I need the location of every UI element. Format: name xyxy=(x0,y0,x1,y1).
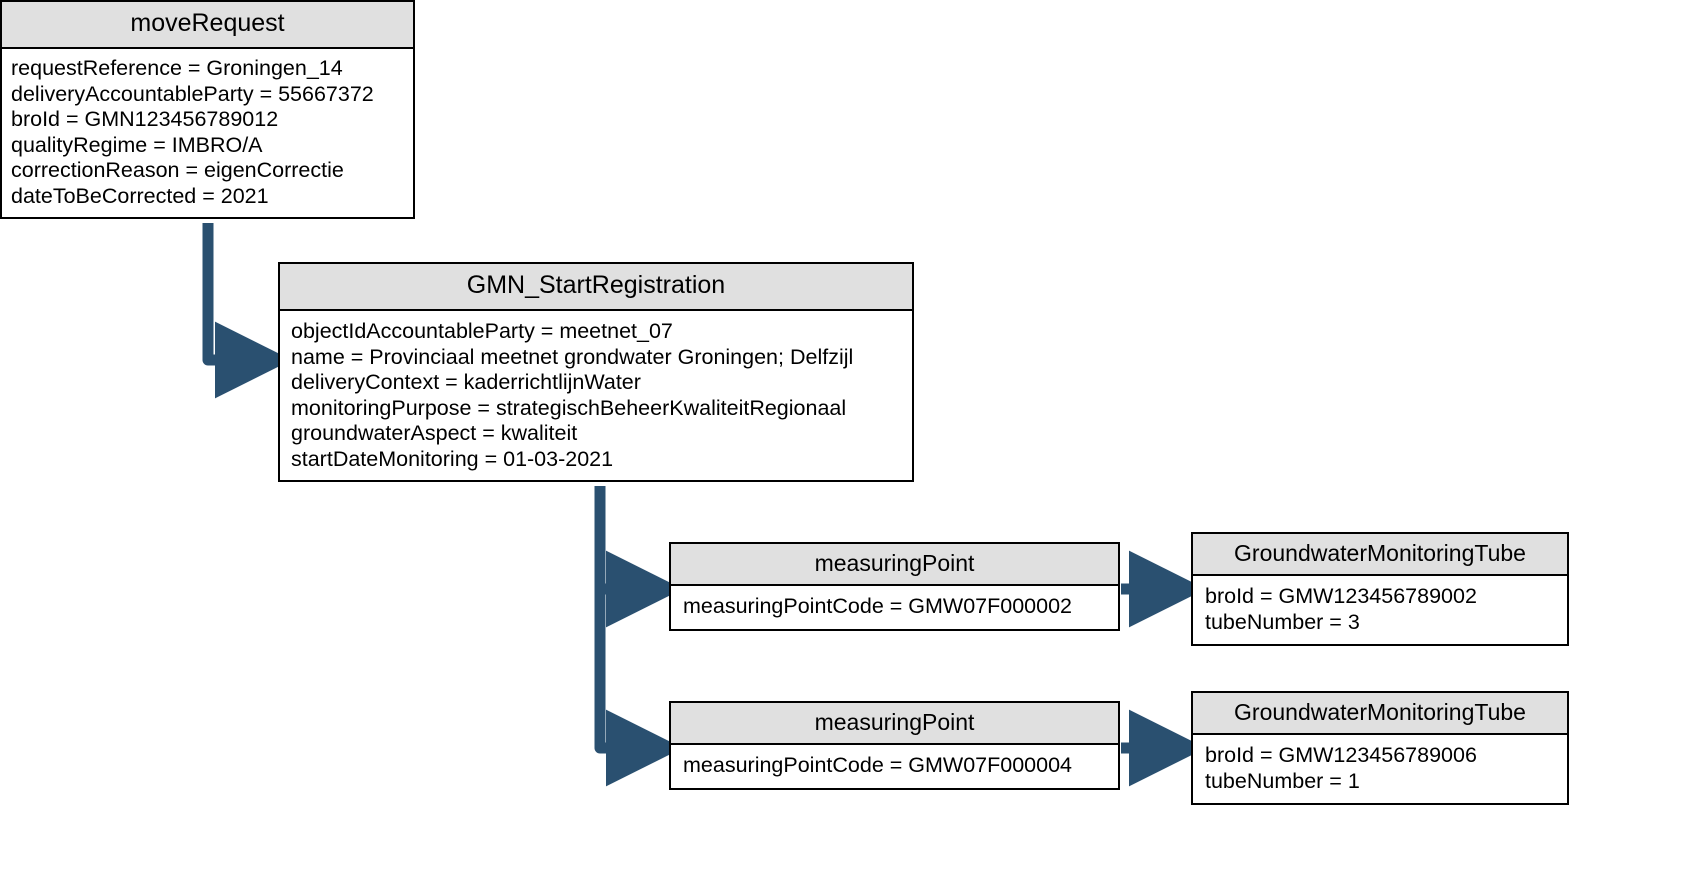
uml-attribute: startDateMonitoring = 01-03-2021 xyxy=(291,446,614,471)
uml-box-body-groundwatermonitoringtube-2: broId = GMW123456789006 tubeNumber = 1 xyxy=(1193,735,1567,803)
uml-box-header-gmn-startregistration: GMN_StartRegistration xyxy=(280,264,912,311)
uml-box-gmn-startregistration[interactable]: GMN_StartRegistration objectIdAccountabl… xyxy=(278,262,914,482)
uml-attribute: requestReference = Groningen_14 xyxy=(11,56,343,80)
uml-box-measuringpoint-2[interactable]: measuringPoint measuringPointCode = GMW0… xyxy=(669,701,1120,790)
uml-box-header-groundwatermonitoringtube-1: GroundwaterMonitoringTube xyxy=(1193,534,1567,576)
uml-box-body-moverequest: requestReference = Groningen_14 delivery… xyxy=(2,49,413,217)
uml-attribute: dateToBeCorrected = 2021 xyxy=(11,183,269,208)
uml-attribute: tubeNumber = 1 xyxy=(1205,768,1360,793)
connector-moverequest-to-startregistration xyxy=(202,223,292,399)
uml-attribute: measuringPointCode = GMW07F000004 xyxy=(683,753,1073,777)
uml-attribute: deliveryAccountableParty = 55667372 xyxy=(11,81,374,106)
connector-startregistration-to-measuringpoint-1 xyxy=(594,486,683,628)
uml-attribute: measuringPointCode = GMW07F000002 xyxy=(683,594,1073,618)
uml-box-moverequest[interactable]: moveRequest requestReference = Groningen… xyxy=(0,0,415,219)
uml-box-body-gmn-startregistration: objectIdAccountableParty = meetnet_07 na… xyxy=(280,311,912,480)
uml-box-body-measuringpoint-1: measuringPointCode = GMW07F000002 xyxy=(671,586,1118,629)
uml-box-header-measuringpoint-1: measuringPoint xyxy=(671,544,1118,586)
uml-attribute: correctionReason = eigenCorrectie xyxy=(11,158,344,182)
uml-attribute: monitoringPurpose = strategischBeheerKwa… xyxy=(291,395,847,420)
uml-attribute: deliveryContext = kaderrichtlijnWater xyxy=(291,370,641,394)
uml-box-measuringpoint-1[interactable]: measuringPoint measuringPointCode = GMW0… xyxy=(669,542,1120,631)
uml-attribute: broId = GMN123456789012 xyxy=(11,107,279,131)
uml-box-body-groundwatermonitoringtube-1: broId = GMW123456789002 tubeNumber = 3 xyxy=(1193,576,1567,644)
uml-attribute: groundwaterAspect = kwaliteit xyxy=(291,421,578,445)
uml-box-header-moverequest: moveRequest xyxy=(2,2,413,49)
uml-attribute: objectIdAccountableParty = meetnet_07 xyxy=(291,319,673,343)
uml-box-groundwatermonitoringtube-2[interactable]: GroundwaterMonitoringTube broId = GMW123… xyxy=(1191,691,1569,805)
connector-startregistration-to-measuringpoint-2 xyxy=(594,486,683,787)
uml-box-body-measuringpoint-2: measuringPointCode = GMW07F000004 xyxy=(671,745,1118,788)
uml-box-header-measuringpoint-2: measuringPoint xyxy=(671,703,1118,745)
uml-attribute: name = Provinciaal meetnet grondwater Gr… xyxy=(291,344,854,369)
uml-attribute: tubeNumber = 3 xyxy=(1205,609,1360,634)
uml-box-header-groundwatermonitoringtube-2: GroundwaterMonitoringTube xyxy=(1193,693,1567,735)
uml-attribute: broId = GMW123456789002 xyxy=(1205,584,1477,608)
uml-attribute: broId = GMW123456789006 xyxy=(1205,743,1477,767)
uml-box-groundwatermonitoringtube-1[interactable]: GroundwaterMonitoringTube broId = GMW123… xyxy=(1191,532,1569,646)
uml-attribute: qualityRegime = IMBRO/A xyxy=(11,132,263,157)
